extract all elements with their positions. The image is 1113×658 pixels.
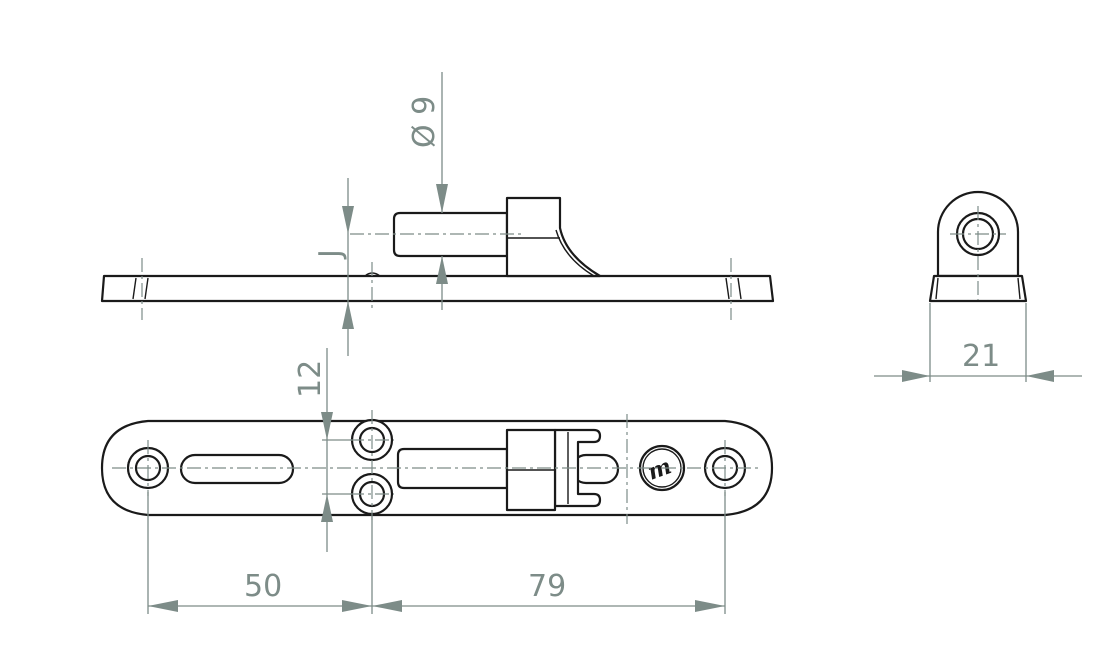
plan-block-fingers <box>553 428 602 508</box>
height-dimension: J <box>313 178 354 356</box>
end-view <box>928 190 1028 303</box>
height-label: J <box>313 249 348 260</box>
plan-view: m <box>100 410 774 524</box>
width-dimension: 21 <box>874 303 1082 382</box>
diameter-label: Ø 9 <box>407 96 442 148</box>
left-slot <box>179 453 295 485</box>
side-view <box>100 196 775 320</box>
diameter-dimension: Ø 9 <box>407 72 448 310</box>
offset-dimension: 12 <box>293 348 352 552</box>
left-spacing-label: 50 <box>244 569 282 604</box>
offset-label: 12 <box>293 360 328 398</box>
side-block <box>505 196 602 278</box>
width-label: 21 <box>962 339 1000 374</box>
spacing-dimensions: 50 79 <box>147 492 726 614</box>
plan-pin <box>396 447 509 490</box>
right-spacing-label: 79 <box>528 569 566 604</box>
